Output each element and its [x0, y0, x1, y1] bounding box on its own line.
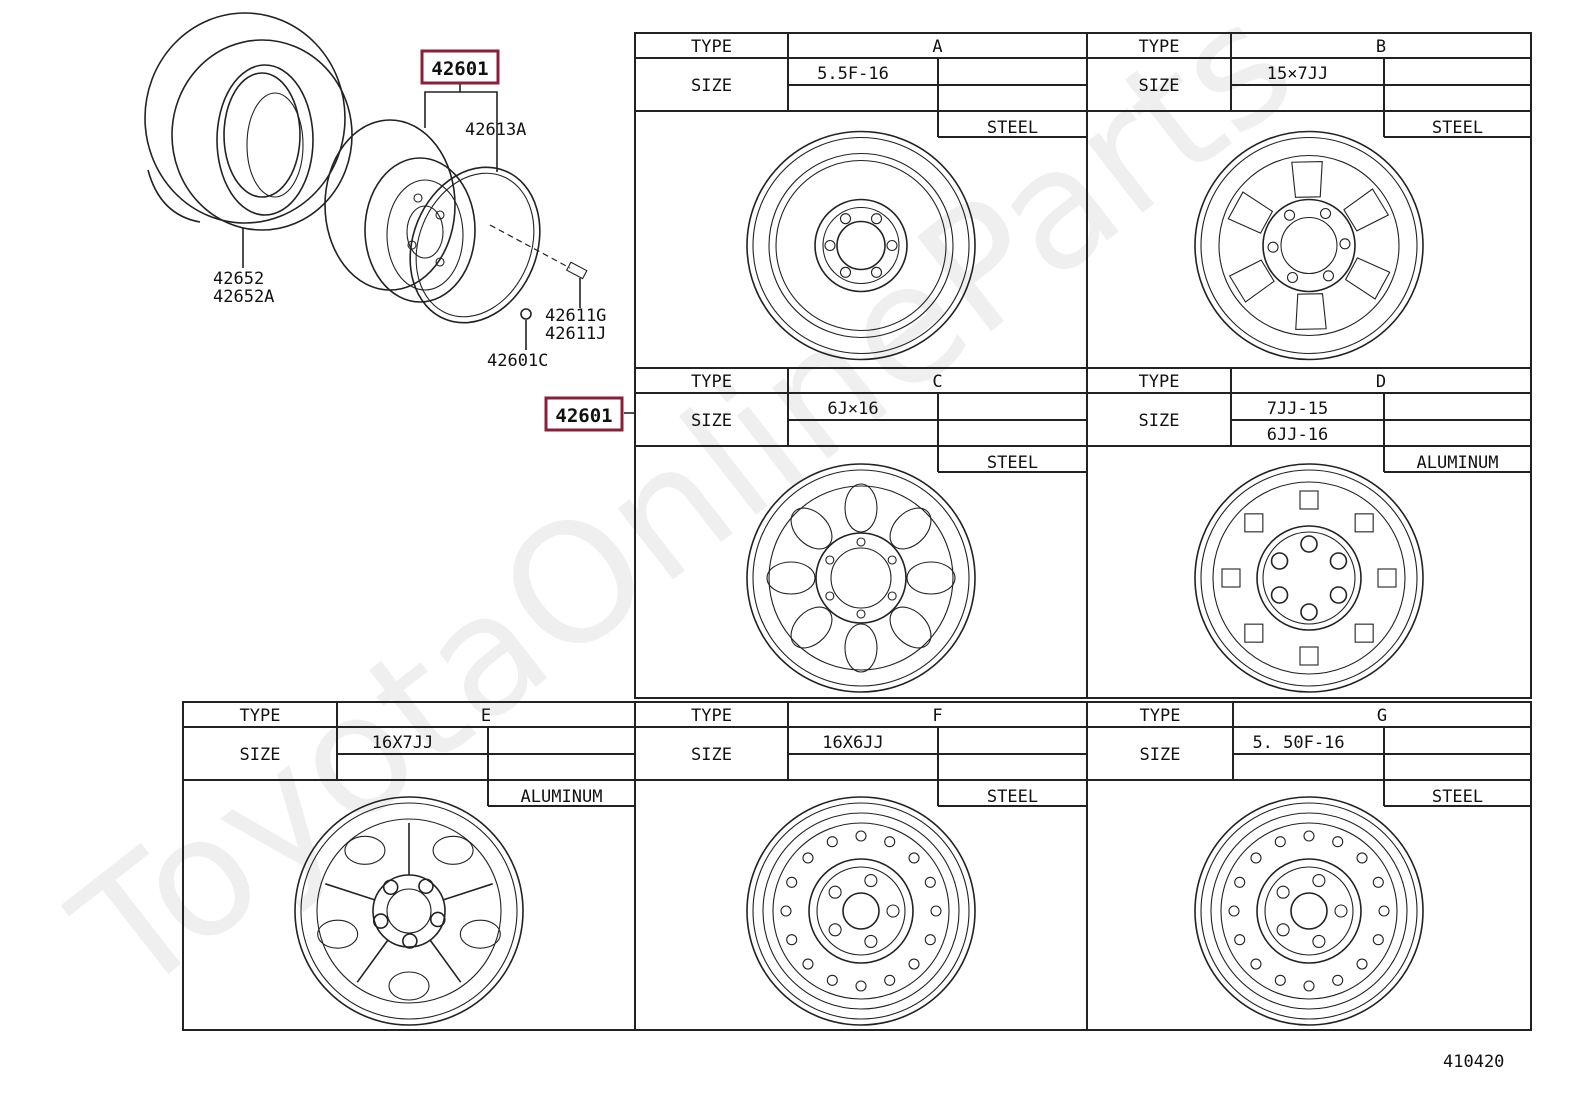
size-value: 7JJ-15 — [1267, 399, 1328, 419]
size-label: SIZE — [1140, 745, 1181, 765]
nut-drawing — [520, 308, 532, 320]
size-value: 5.5F-16 — [817, 64, 889, 84]
watermark: ToyotaOnlineParts — [40, 0, 1327, 1031]
callout-42601-top-label: 42601 — [431, 58, 488, 80]
size-label: SIZE — [1139, 411, 1180, 431]
wheel-assembly-illustration — [144, 12, 635, 414]
size-value: 15×7JJ — [1267, 64, 1328, 84]
rim-drawing — [324, 119, 476, 303]
callout-42652[interactable]: 42652 — [213, 269, 264, 289]
type-label: TYPE — [1139, 37, 1180, 57]
wheel-drawing — [746, 796, 976, 1026]
type-value: F — [932, 706, 942, 726]
wheel-drawing — [1194, 463, 1424, 693]
wheel-drawing — [294, 796, 524, 1026]
stud-drawing — [565, 261, 588, 280]
callout-42601-middle[interactable]: 42601 — [544, 396, 624, 432]
size-value: 6JJ-16 — [1267, 425, 1328, 445]
size-label: SIZE — [691, 411, 732, 431]
wheel-drawing — [746, 463, 976, 693]
size-label: SIZE — [240, 745, 281, 765]
size-value: 6J×16 — [827, 399, 878, 419]
wheel-drawing — [1194, 796, 1424, 1026]
type-value: A — [932, 37, 942, 57]
callout-42611G[interactable]: 42611G — [545, 306, 606, 326]
size-label: SIZE — [691, 745, 732, 765]
type-label: TYPE — [691, 372, 732, 392]
type-label: TYPE — [1139, 372, 1180, 392]
type-label: TYPE — [1140, 706, 1181, 726]
callout-42601-middle-label: 42601 — [555, 405, 612, 427]
size-value: 16X7JJ — [372, 733, 433, 753]
callout-42601-top[interactable]: 42601 — [420, 49, 500, 85]
size-value: 16X6JJ — [822, 733, 883, 753]
figure-code: 410420 — [1443, 1052, 1504, 1072]
material-value: ALUMINUM — [521, 787, 603, 807]
wheel-type-f-panel[interactable]: TYPE F SIZE 16X6JJ STEEL — [634, 701, 1088, 1031]
wheel-type-b-panel[interactable]: TYPE B SIZE 15×7JJ STEEL — [1086, 32, 1532, 369]
material-value: STEEL — [987, 787, 1038, 807]
size-label: SIZE — [1139, 76, 1180, 96]
type-value: C — [932, 372, 942, 392]
callout-42652A[interactable]: 42652A — [213, 287, 274, 307]
callout-42613A[interactable]: 42613A — [465, 120, 526, 140]
wheel-drawing — [1194, 130, 1424, 361]
size-value: 5. 50F-16 — [1252, 733, 1344, 753]
rim-ring-drawing — [409, 166, 541, 324]
type-value: B — [1376, 37, 1386, 57]
callout-42611J[interactable]: 42611J — [545, 324, 606, 344]
material-value: ALUMINUM — [1417, 453, 1499, 473]
tire-drawing — [144, 12, 353, 231]
material-value: STEEL — [987, 118, 1038, 138]
type-label: TYPE — [691, 37, 732, 57]
wheel-type-e-panel[interactable]: TYPE E SIZE 16X7JJ ALUMINUM — [182, 701, 636, 1031]
callout-42601C[interactable]: 42601C — [487, 351, 548, 371]
type-value: E — [481, 706, 491, 726]
material-value: STEEL — [1432, 118, 1483, 138]
type-label: TYPE — [240, 706, 281, 726]
wheel-drawing — [746, 130, 976, 361]
type-label: TYPE — [691, 706, 732, 726]
size-label: SIZE — [691, 76, 732, 96]
type-value: D — [1376, 372, 1386, 392]
type-value: G — [1377, 706, 1387, 726]
material-value: STEEL — [987, 453, 1038, 473]
material-value: STEEL — [1432, 787, 1483, 807]
